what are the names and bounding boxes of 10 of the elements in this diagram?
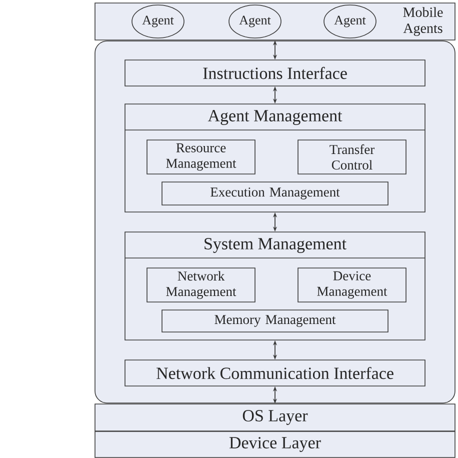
component-box: Execution Management (162, 182, 388, 206)
component-box: Device Management (298, 268, 406, 302)
layer-band: OS Layer (94, 404, 456, 432)
layer-band: Device Layer (94, 431, 456, 458)
component-box: Transfer Control (298, 140, 406, 174)
component-box: Resource Management (146, 140, 256, 174)
component-box: Network Management (146, 268, 256, 302)
interface-box: Network Communication Interface (124, 360, 426, 386)
interface-box: Instructions Interface (124, 60, 426, 86)
component-box: Memory Management (162, 310, 388, 332)
